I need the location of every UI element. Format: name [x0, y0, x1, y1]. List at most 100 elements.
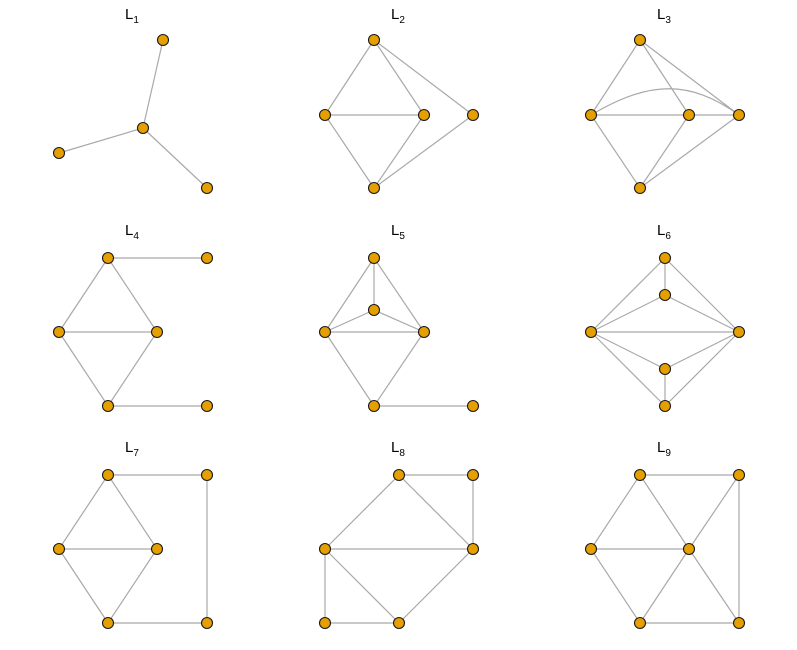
graph-7-edge-3	[107, 474, 158, 550]
graph-2-edge-6	[373, 114, 425, 189]
graph-8-node-6	[392, 616, 406, 630]
graph-6-edge-2	[590, 257, 666, 333]
graph-9-node-2	[732, 468, 746, 482]
graph-3-node-3	[682, 108, 696, 122]
panel-2-title: L2	[391, 6, 405, 26]
graph-4-node-5	[101, 399, 115, 413]
graph-7-node-3	[52, 542, 66, 556]
graph-6-edge-5	[664, 294, 740, 333]
panel-1-title: L1	[125, 6, 139, 26]
panel-5-title: L5	[391, 222, 405, 242]
graph-7-node-2	[200, 468, 214, 482]
graph-9-node-4	[682, 542, 696, 556]
graph-9-node-6	[732, 616, 746, 630]
graph-3-edge-6	[590, 114, 641, 189]
graph-2-edge-2	[373, 39, 425, 116]
graph-5-edge-8	[373, 331, 425, 407]
graph-3-node-2	[584, 108, 598, 122]
graph-7-node-4	[150, 542, 164, 556]
graph-8-node-3	[318, 542, 332, 556]
graph-1-node-4	[200, 181, 214, 195]
graph-6-edge-9	[664, 331, 740, 370]
graph-7-node-5	[101, 616, 115, 630]
panel-8-title: L8	[391, 439, 405, 459]
graph-2-edge-3	[373, 39, 474, 116]
graph-3-edge-1	[590, 39, 641, 116]
graph-4-node-6	[200, 399, 214, 413]
graph-9-edge-2	[590, 474, 641, 550]
graph-4-node-4	[150, 325, 164, 339]
graph-9-node-3	[584, 542, 598, 556]
graph-9-edge-3	[639, 474, 690, 550]
graph-1-node-1	[156, 33, 170, 47]
graph-1-edge-3	[142, 127, 208, 189]
graph-9-edge-8	[688, 548, 740, 624]
graph-6-edge-7	[590, 331, 666, 370]
graph-2-node-5	[367, 181, 381, 195]
graph-4-edge-2	[58, 257, 109, 333]
graph-8-edge-3	[398, 474, 474, 550]
graph-6-edge-4	[590, 294, 666, 333]
graph-2-edge-5	[324, 114, 375, 189]
graph-4-edge-3	[107, 257, 158, 333]
graph-2-node-3	[417, 108, 431, 122]
graph-2-edge-7	[373, 114, 474, 189]
graph-7-node-6	[200, 616, 214, 630]
graph-1-node-3	[52, 146, 66, 160]
graph-4-node-2	[200, 251, 214, 265]
graph-6-edge-3	[664, 257, 740, 333]
graph-5-node-1	[367, 251, 381, 265]
graph-5-edge-4	[324, 309, 375, 333]
graph-5-node-2	[367, 303, 381, 317]
panel-6-title: L6	[657, 222, 671, 242]
graph-8-edge-9	[398, 548, 474, 624]
graph-8-node-4	[466, 542, 480, 556]
graph-8-edge-2	[324, 474, 400, 550]
graph-8-node-5	[318, 616, 332, 630]
graph-9-node-5	[633, 616, 647, 630]
graph-3-edge-8	[639, 114, 740, 189]
graph-4-node-1	[101, 251, 115, 265]
graph-5-node-6	[466, 399, 480, 413]
graph-5-node-3	[318, 325, 332, 339]
graph-2-node-2	[318, 108, 332, 122]
panel-4-title: L4	[125, 222, 139, 242]
graph-7-edge-2	[58, 474, 109, 550]
edges-layer	[58, 39, 740, 624]
graph-3-node-1	[633, 33, 647, 47]
graph-8-node-2	[466, 468, 480, 482]
graph-3-curved-edge-1	[590, 88, 740, 116]
graph-4-node-3	[52, 325, 66, 339]
graph-5-edge-7	[324, 331, 375, 407]
graph-6-node-2	[658, 288, 672, 302]
graph-3-node-5	[633, 181, 647, 195]
graph-1-node-2	[136, 121, 150, 135]
graph-6-node-4	[732, 325, 746, 339]
graph-4-edge-5	[58, 331, 109, 407]
graph-1-edge-1	[142, 39, 164, 129]
graph-2-node-4	[466, 108, 480, 122]
graph-6-edge-8	[590, 331, 666, 407]
graph-3-edge-3	[639, 39, 740, 116]
graph-5-edge-2	[324, 257, 375, 333]
graph-9-edge-4	[688, 474, 740, 550]
graph-6-node-5	[658, 362, 672, 376]
panel-3-title: L3	[657, 6, 671, 26]
graph-1-edge-2	[58, 127, 144, 154]
graph-6-edge-10	[664, 331, 740, 407]
graph-3-edge-7	[639, 114, 690, 189]
graph-4-edge-6	[107, 331, 158, 407]
graph-5-node-5	[367, 399, 381, 413]
graph-7-node-1	[101, 468, 115, 482]
graph-6-node-6	[658, 399, 672, 413]
panel-7-title: L7	[125, 439, 139, 459]
graph-8-node-1	[392, 468, 406, 482]
graph-2-edge-1	[324, 39, 375, 116]
graph-9-edge-6	[590, 548, 641, 624]
panel-9-title: L9	[657, 439, 671, 459]
graph-7-edge-5	[58, 548, 109, 624]
graph-5-node-4	[417, 325, 431, 339]
graph-5-edge-5	[373, 309, 425, 333]
graph-6-node-3	[584, 325, 598, 339]
